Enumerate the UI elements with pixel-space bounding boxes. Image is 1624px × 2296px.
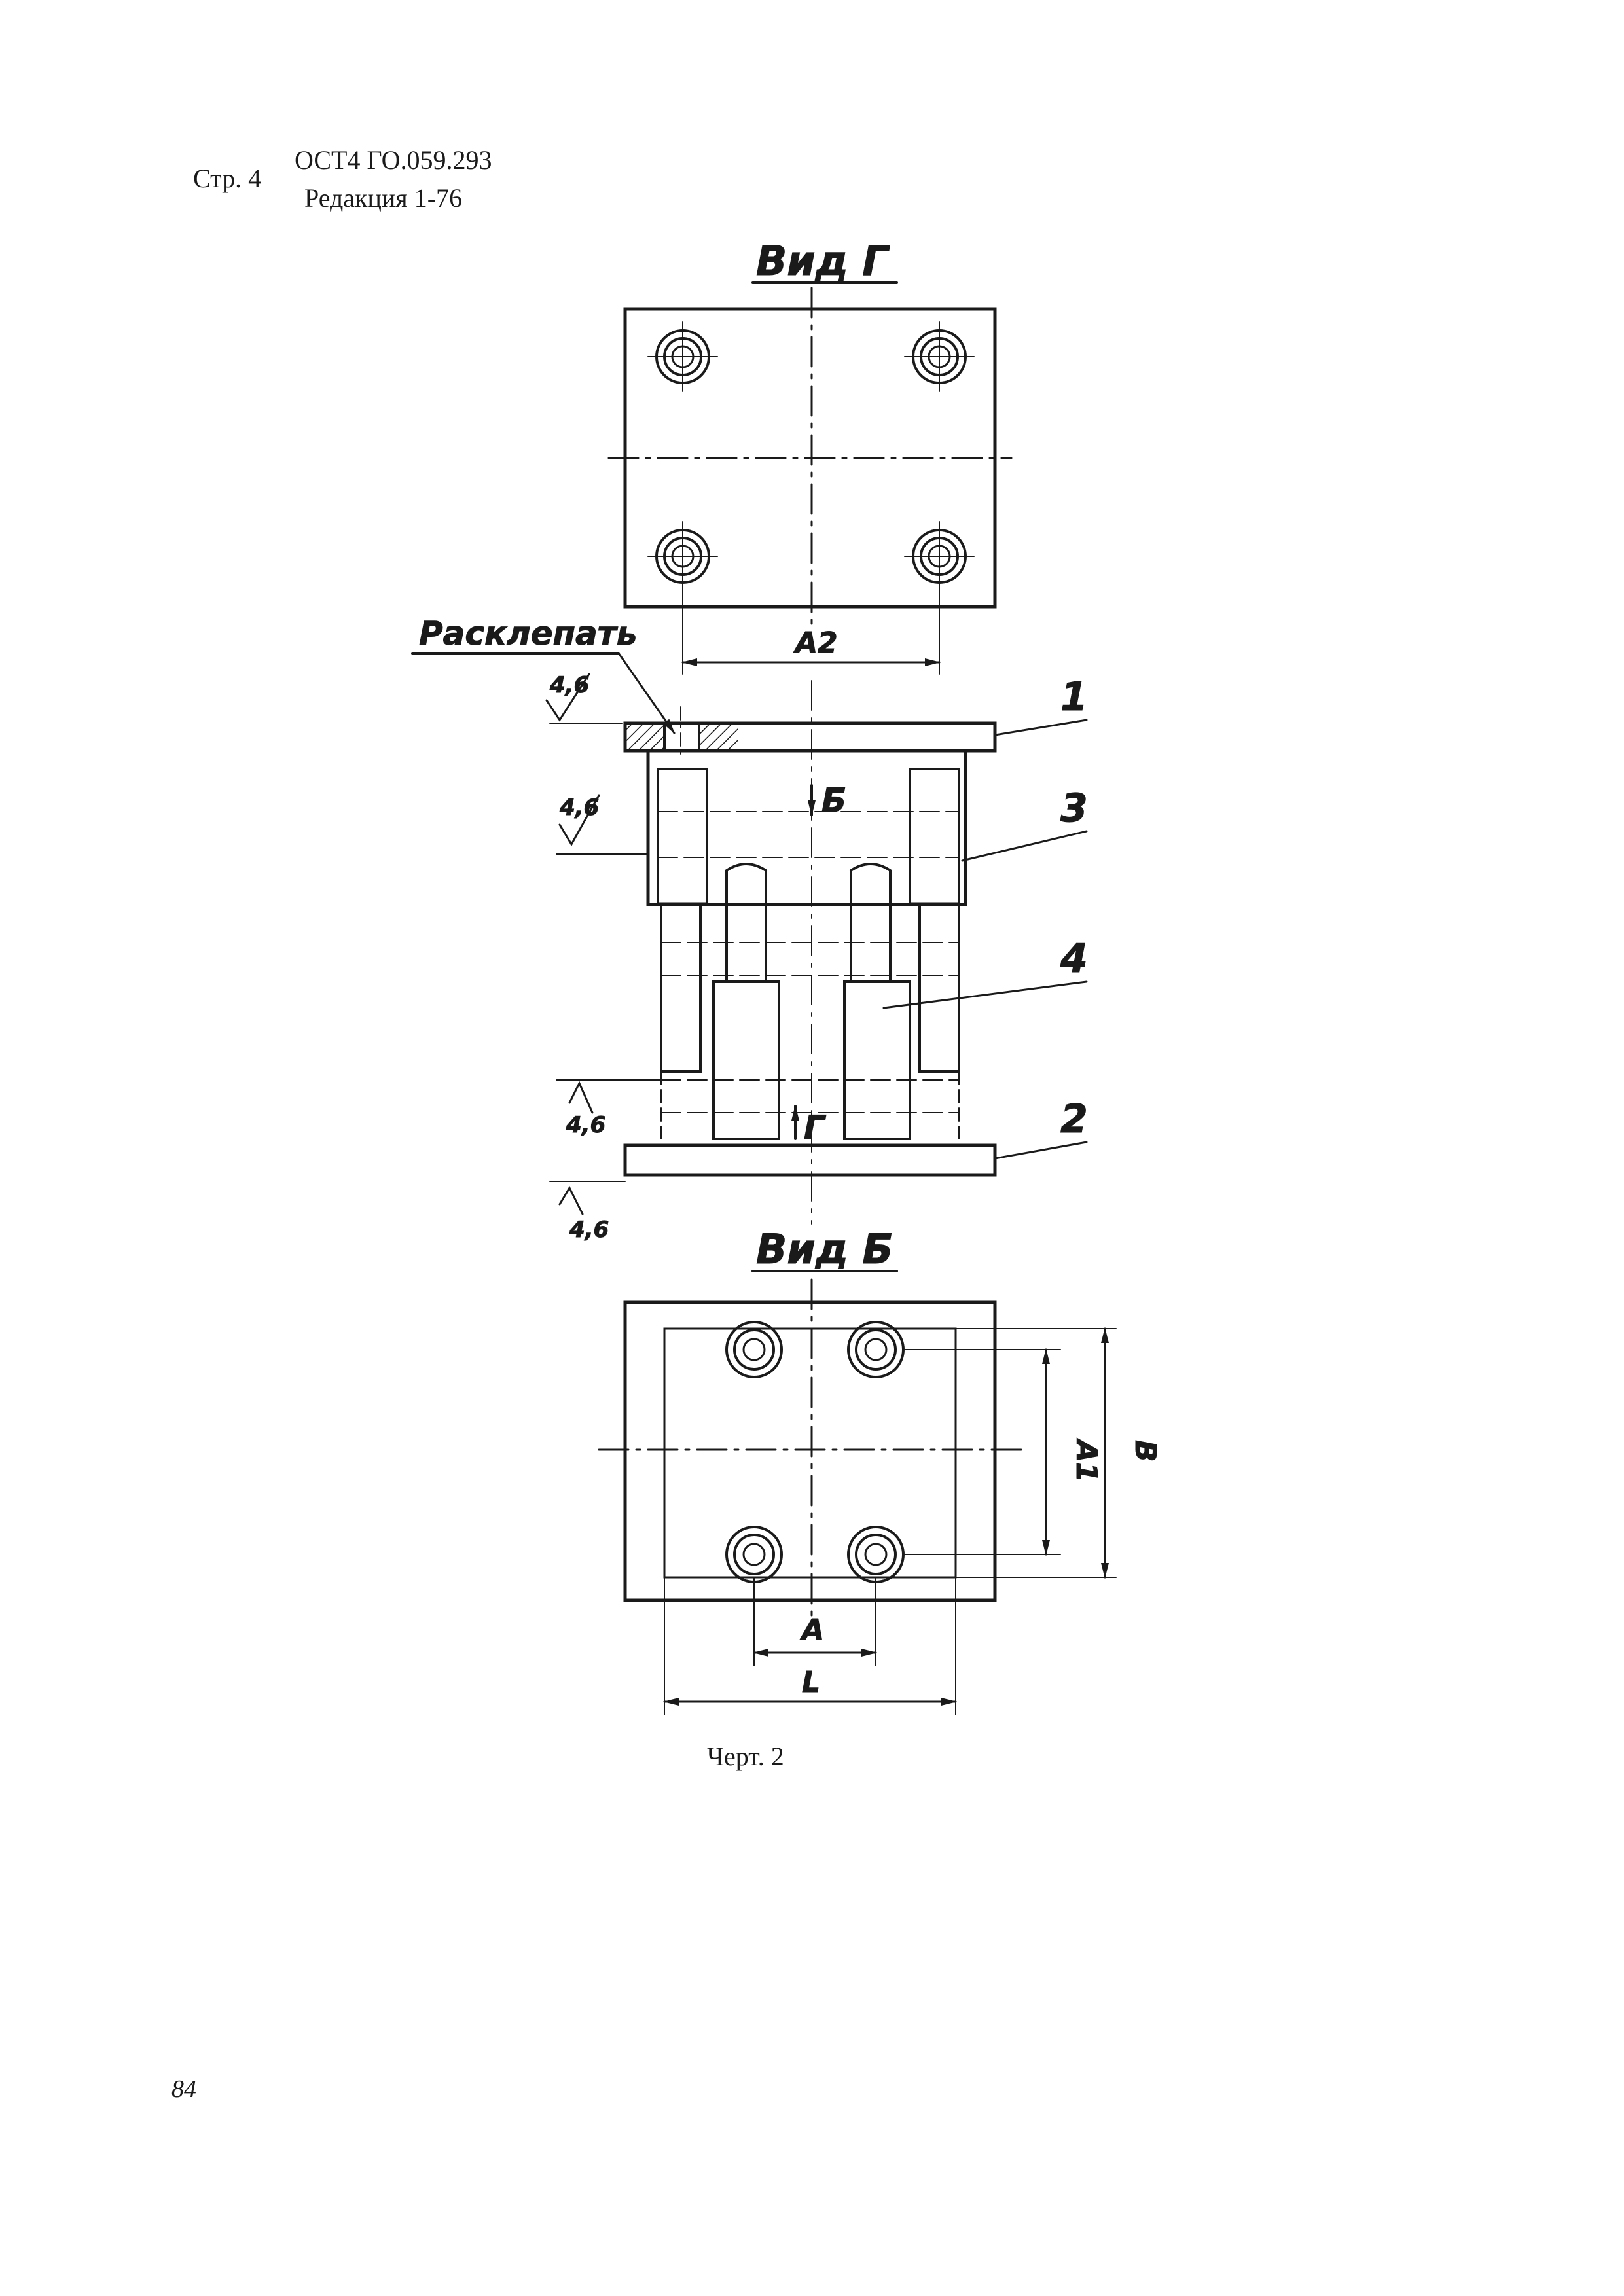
roughness-1-symbol (545, 673, 590, 722)
upper-bushing-right (909, 768, 960, 905)
lower-die-left (712, 980, 780, 1140)
part-1-leader (994, 719, 1088, 736)
view-g: Вид Г (607, 237, 1013, 675)
view-b: Вид Б A1 (598, 1225, 1163, 1715)
roughness-1: 4,6 (549, 672, 589, 698)
view-g-bolt-bl (647, 521, 718, 592)
part-4-leader (882, 980, 1088, 1009)
view-g-title: Вид Г (756, 237, 890, 285)
bottom-plate (623, 1143, 997, 1177)
part-2-leader (994, 1141, 1088, 1160)
punch-right (850, 863, 892, 983)
top-plate-section-right (699, 723, 738, 751)
view-b-bolt-bl (725, 1526, 783, 1583)
guide-pillar-right (918, 903, 960, 1073)
dim-b-label: B (1128, 1440, 1162, 1462)
top-plate-section-left (625, 723, 664, 751)
view-b-plate (623, 1300, 997, 1602)
arrow-b-label: Б (821, 781, 846, 819)
view-b-bolt-tl (725, 1321, 783, 1378)
dim-a2-label: A2 (793, 626, 838, 660)
arrow-g-label: Г (804, 1109, 827, 1147)
view-b-inner-outline (663, 1327, 957, 1579)
view-g-bolt-tl (647, 321, 718, 392)
part-2-label: 2 (1060, 1096, 1088, 1142)
standard-code: ОСТ4 ГО.059.293 (295, 145, 492, 175)
part-3-leader (961, 830, 1088, 862)
guide-pillar-left (660, 903, 702, 1073)
roughness-4: 4,6 (569, 1217, 609, 1243)
part-1-label: 1 (1060, 674, 1088, 720)
edition-label: Редакция 1-76 (304, 183, 463, 213)
part-4-label: 4 (1060, 936, 1088, 982)
view-b-title: Вид Б (756, 1225, 893, 1273)
dim-a1-label: A1 (1070, 1438, 1103, 1482)
upper-bushing-left (657, 768, 708, 905)
view-b-bolt-tr (847, 1321, 905, 1378)
rivet-leader (617, 652, 676, 734)
rivet-note: Расклепать (419, 615, 637, 653)
part-3-label: 3 (1060, 785, 1088, 831)
punch-left (725, 863, 767, 983)
dim-a-label: A (800, 1613, 824, 1647)
lower-die-right (843, 980, 911, 1140)
view-g-bolt-tr (904, 321, 975, 392)
roughness-3: 4,6 (566, 1112, 605, 1138)
view-b-bolt-br (847, 1526, 905, 1583)
upper-block (646, 749, 967, 906)
page-label: Стр. 4 (193, 164, 262, 193)
dim-l-label: L (802, 1666, 820, 1699)
figure-caption: Черт. 2 (707, 1742, 784, 1771)
page-number: 84 (171, 2075, 196, 2103)
view-g-bolt-br (904, 521, 975, 592)
side-view: Расклепать 4,6 4,6 Б 3 1 (411, 615, 1088, 1244)
